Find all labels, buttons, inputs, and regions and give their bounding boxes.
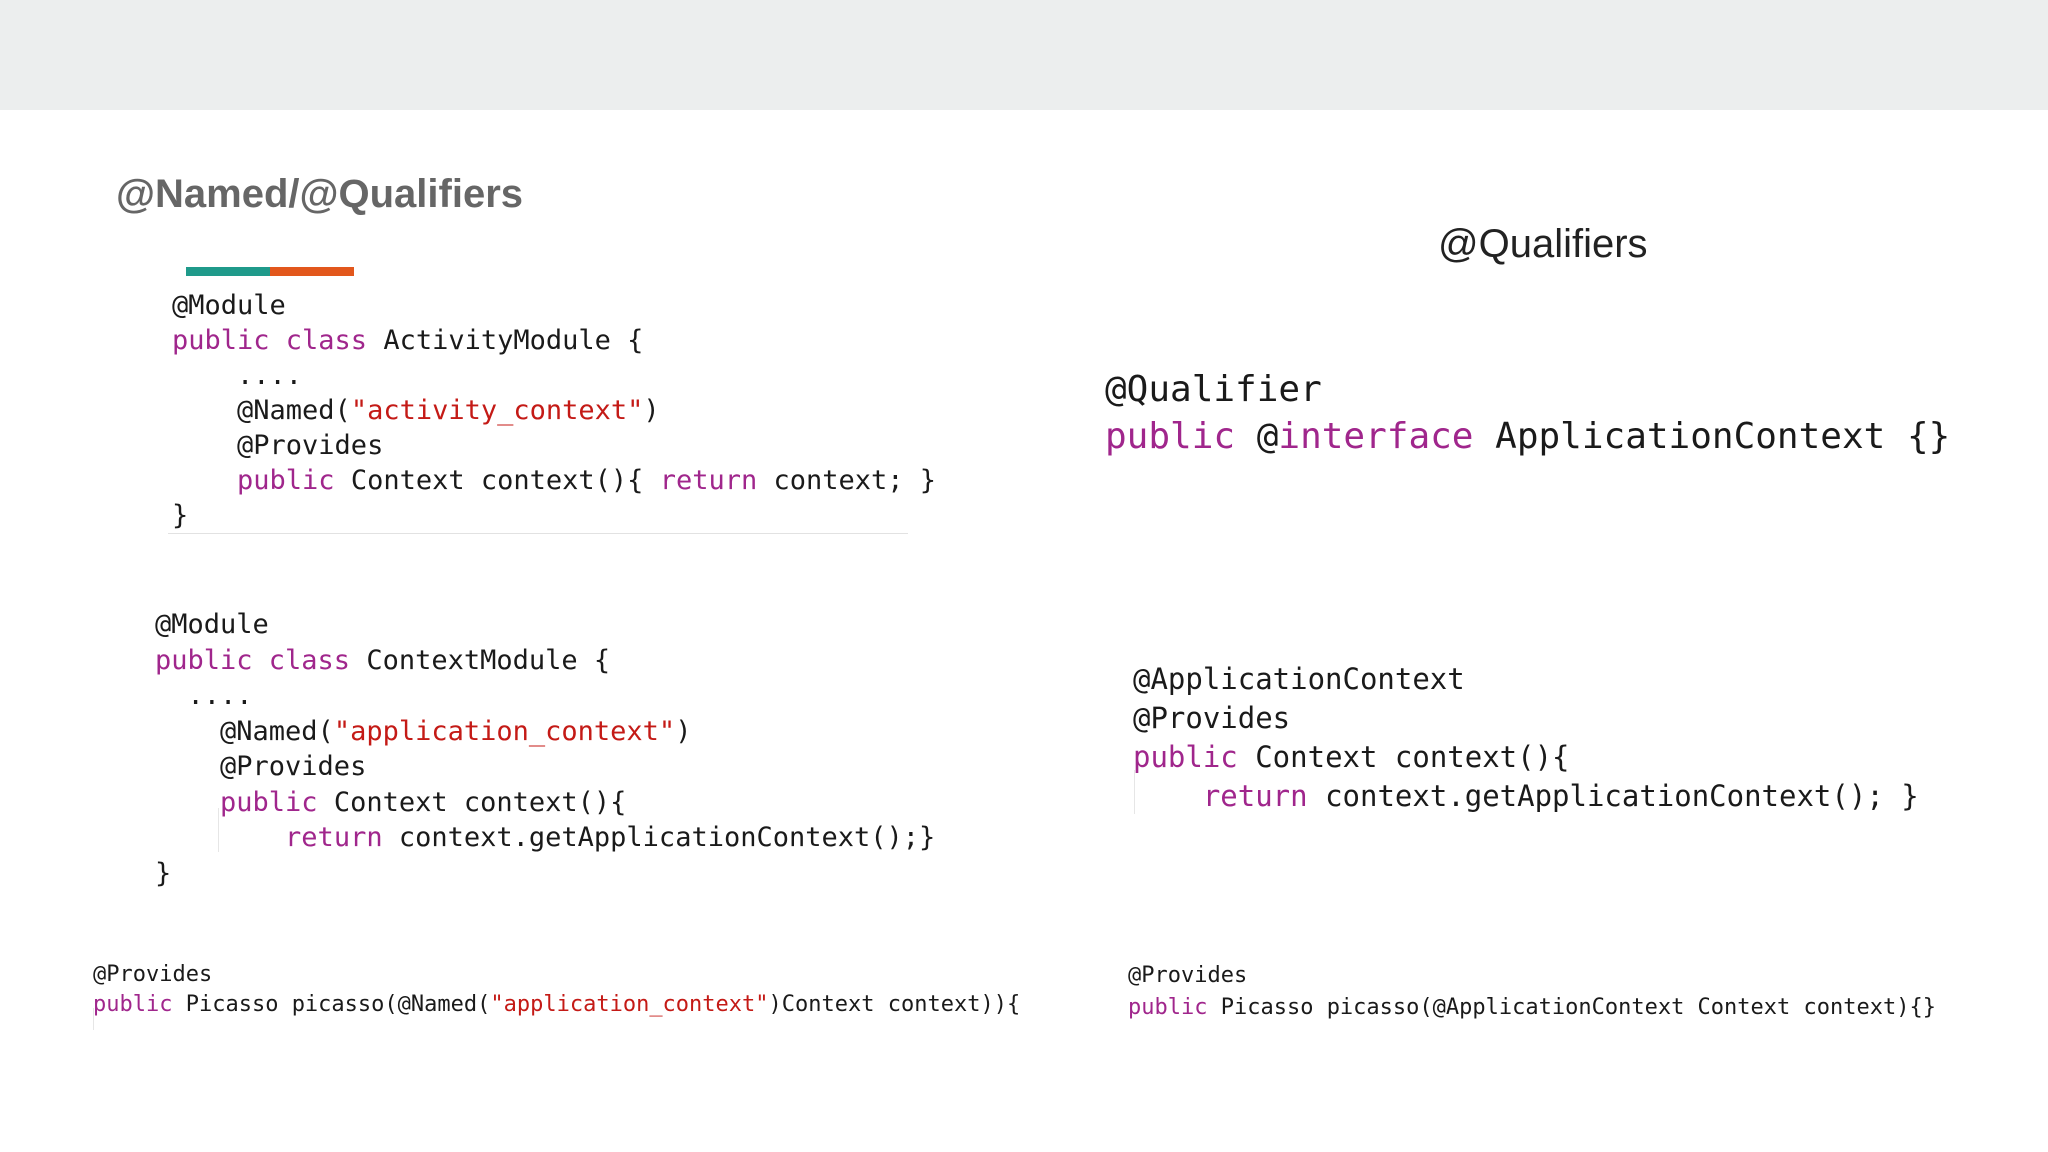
code-line: public Picasso picasso(@ApplicationConte… — [1128, 992, 1936, 1024]
code-line: public Picasso picasso(@Named("applicati… — [93, 990, 1020, 1020]
code-text: @Provides — [155, 751, 367, 782]
code-text: @Qualifier — [1105, 369, 1322, 410]
code-text: ActivityModule { — [367, 325, 644, 356]
code-text: @Provides — [1128, 963, 1248, 988]
code-line: .... — [155, 678, 935, 714]
code-line: @Qualifier — [1105, 366, 1950, 413]
code-keyword: public — [1133, 740, 1238, 774]
code-text: } — [172, 500, 189, 531]
code-line: @Provides — [172, 428, 936, 463]
picasso-named-code: @Provides public Picasso picasso(@Named("… — [93, 960, 1020, 1020]
code-line: @Module — [155, 607, 935, 643]
code-text: @ApplicationContext — [1133, 662, 1465, 696]
code-string: "application_context" — [333, 715, 676, 747]
code-text: context.getApplicationContext(); } — [1307, 779, 1919, 813]
code-text: Picasso picasso(@ApplicationContext Cont… — [1207, 995, 1936, 1020]
code-text — [1133, 779, 1203, 813]
code-line: @Provides — [155, 749, 935, 785]
code-line: public Context context(){ return context… — [172, 463, 936, 498]
indent-guide — [93, 1008, 94, 1030]
code-text: .... — [155, 680, 253, 711]
code-text: ApplicationContext {} — [1473, 416, 1951, 457]
code-line: @Module — [172, 288, 936, 323]
code-text: @ — [1235, 416, 1279, 457]
code-keyword: public class — [155, 644, 351, 676]
code-keyword: return — [659, 465, 758, 496]
indent-guide — [218, 808, 219, 852]
code-text — [155, 787, 220, 818]
code-text: ) — [643, 395, 660, 426]
code-text: Context context(){ — [317, 786, 627, 818]
indent-guide — [1134, 770, 1135, 814]
code-line: public @interface ApplicationContext {} — [1105, 413, 1950, 460]
code-keyword: public — [237, 465, 335, 496]
code-line: public Context context(){ — [1133, 738, 1919, 777]
code-line: .... — [172, 358, 936, 393]
code-text: Context context(){ — [334, 465, 660, 496]
accent-bar-teal — [186, 267, 270, 276]
code-text: .... — [172, 360, 303, 391]
code-line: return context.getApplicationContext(); … — [1133, 777, 1919, 816]
picasso-qualifier-code: @Provides public Picasso picasso(@Applica… — [1128, 960, 1936, 1024]
code-keyword: return — [1202, 779, 1308, 813]
code-text: Context context(){ — [1237, 740, 1570, 774]
code-text: } — [155, 857, 172, 889]
code-text: context; } — [757, 465, 937, 496]
code-line: @Provides — [1133, 699, 1919, 738]
code-keyword: public — [1105, 416, 1236, 457]
code-line: public class ContextModule { — [155, 643, 935, 679]
code-text: ContextModule { — [350, 644, 611, 676]
code-keyword: interface — [1278, 416, 1474, 457]
code-keyword: public class — [172, 325, 368, 356]
code-text: @Named( — [155, 715, 334, 747]
code-text: @Provides — [1133, 701, 1291, 735]
slide-title: @Named/@Qualifiers — [116, 172, 524, 216]
code-line: } — [155, 856, 935, 892]
code-line: public class ActivityModule { — [172, 323, 936, 358]
header-bar — [0, 0, 2048, 110]
code-divider — [168, 533, 908, 534]
code-line: public Context context(){ — [155, 785, 935, 821]
code-text: @Provides — [172, 430, 384, 461]
code-line: @Named("activity_context") — [172, 393, 936, 428]
code-string: "activity_context" — [350, 395, 644, 426]
code-text: @Provides — [93, 962, 213, 987]
code-string: "application_context" — [490, 992, 769, 1017]
code-text: @Named( — [172, 395, 351, 426]
code-text: Picasso picasso(@Named( — [172, 992, 491, 1017]
code-keyword: public — [1128, 995, 1208, 1020]
accent-bar-orange — [270, 267, 354, 276]
code-text — [155, 822, 285, 853]
code-keyword: public — [220, 786, 318, 818]
code-text: context.getApplicationContext();} — [382, 822, 936, 853]
code-line: @ApplicationContext — [1133, 660, 1919, 699]
code-keyword: public — [93, 992, 173, 1017]
code-line: return context.getApplicationContext();} — [155, 820, 935, 856]
code-line: @Provides — [93, 960, 1020, 990]
code-text: ) — [675, 715, 692, 747]
code-text: )Context context)){ — [768, 992, 1021, 1017]
code-line: @Provides — [1128, 960, 1936, 992]
code-keyword: return — [285, 822, 383, 853]
code-text: @Module — [172, 290, 286, 321]
code-line: } — [172, 498, 936, 533]
code-line: @Named("application_context") — [155, 714, 935, 750]
code-text — [172, 465, 237, 496]
qualifiers-subtitle: @Qualifiers — [1438, 222, 1648, 266]
code-text: @Module — [155, 609, 269, 640]
